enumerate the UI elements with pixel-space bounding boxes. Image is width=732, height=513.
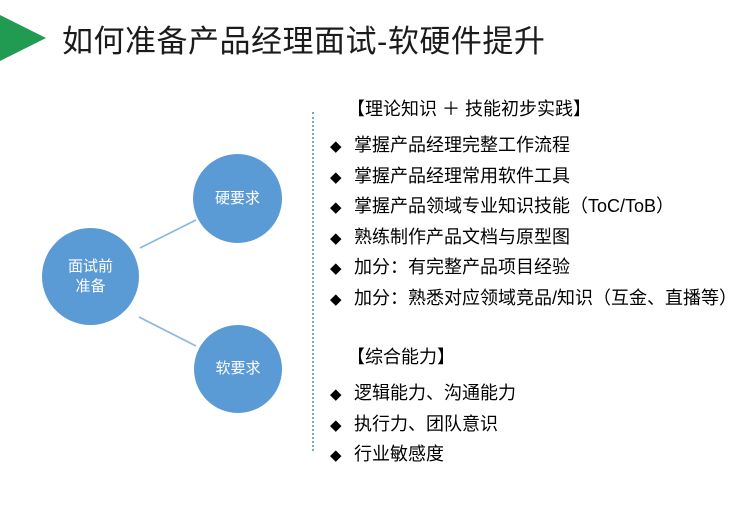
diamond-bullet-icon: ◆ — [330, 168, 342, 186]
diagram-node-label: 面试前准备 — [64, 257, 117, 297]
diamond-bullet-icon: ◆ — [330, 386, 342, 403]
connector-center-to-soft — [138, 316, 197, 347]
concept-diagram: 面试前准备 硬要求 软要求 — [0, 0, 312, 513]
bullet-list: ◆ 逻辑能力、沟通能力 ◆ 执行力、团队意识 ◆ 行业敏感度 — [330, 379, 730, 471]
list-item-label: 加分：有完整产品项目经验 — [354, 257, 570, 277]
list-item: ◆ 熟练制作产品文档与原型图 — [330, 223, 730, 254]
vertical-dotted-divider — [312, 112, 314, 451]
diagram-node-label: 软要求 — [215, 360, 261, 377]
list-item: ◆ 加分：有完整产品项目经验 — [330, 253, 730, 284]
list-item: ◆ 执行力、团队意识 — [330, 410, 730, 441]
page-title: 如何准备产品经理面试-软硬件提升 — [62, 24, 546, 59]
list-item: ◆ 加分：熟悉对应领域竞品/知识（互金、直播等） — [330, 284, 732, 315]
diamond-bullet-icon: ◆ — [330, 229, 342, 247]
list-item-label: 掌握产品经理完整工作流程 — [354, 135, 570, 155]
diamond-bullet-icon: ◆ — [330, 260, 342, 277]
diamond-bullet-icon: ◆ — [330, 416, 342, 434]
list-item: ◆ 掌握产品经理常用软件工具 — [330, 162, 730, 193]
connector-center-to-hard — [139, 219, 197, 249]
title-bar: 如何准备产品经理面试-软硬件提升 — [0, 0, 732, 86]
list-item-label: 逻辑能力、沟通能力 — [354, 383, 516, 403]
diamond-bullet-icon: ◆ — [330, 290, 342, 308]
list-item: ◆ 行业敏感度 — [330, 440, 730, 471]
diagram-node-label-line2: 准备 — [75, 277, 106, 295]
bullet-list: ◆ 掌握产品经理完整工作流程 ◆ 掌握产品经理常用软件工具 ◆ 掌握产品领域专业… — [330, 131, 732, 315]
list-item-label: 加分：熟悉对应领域竞品/知识（互金、直播等） — [354, 287, 732, 308]
list-item-label: 掌握产品领域专业知识技能（ToC/ToB） — [354, 196, 675, 216]
green-triangle-right-icon — [0, 15, 46, 61]
diagram-node-hard-requirement[interactable]: 硬要求 — [193, 154, 282, 243]
list-item-label: 掌握产品经理常用软件工具 — [354, 165, 570, 186]
content-section-theory: 【理论知识 ＋ 技能初步实践】 ◆ 掌握产品经理完整工作流程 ◆ 掌握产品经理常… — [330, 96, 732, 315]
list-item: ◆ 逻辑能力、沟通能力 — [330, 379, 730, 410]
content-section-general-ability: 【综合能力】 ◆ 逻辑能力、沟通能力 ◆ 执行力、团队意识 ◆ 行业敏感度 — [330, 344, 730, 471]
list-item-label: 行业敏感度 — [354, 444, 444, 464]
diamond-bullet-icon: ◆ — [330, 199, 342, 216]
list-item: ◆ 掌握产品经理完整工作流程 — [330, 131, 730, 162]
list-item-label: 熟练制作产品文档与原型图 — [354, 226, 570, 247]
diagram-node-interview-prep[interactable]: 面试前准备 — [42, 228, 139, 325]
diagram-node-soft-requirement[interactable]: 软要求 — [194, 325, 282, 413]
diagram-node-label: 硬要求 — [214, 189, 260, 207]
list-item-label: 执行力、团队意识 — [354, 413, 498, 434]
section-heading: 【理论知识 ＋ 技能初步实践】 — [347, 99, 592, 119]
diagram-node-label-line1: 面试前 — [67, 257, 113, 275]
list-item: ◆ 掌握产品领域专业知识技能（ToC/ToB） — [330, 192, 730, 223]
diagram-connectors — [138, 219, 197, 347]
diamond-bullet-icon: ◆ — [330, 447, 342, 464]
diamond-bullet-icon: ◆ — [330, 138, 342, 155]
section-heading: 【综合能力】 — [347, 347, 455, 367]
